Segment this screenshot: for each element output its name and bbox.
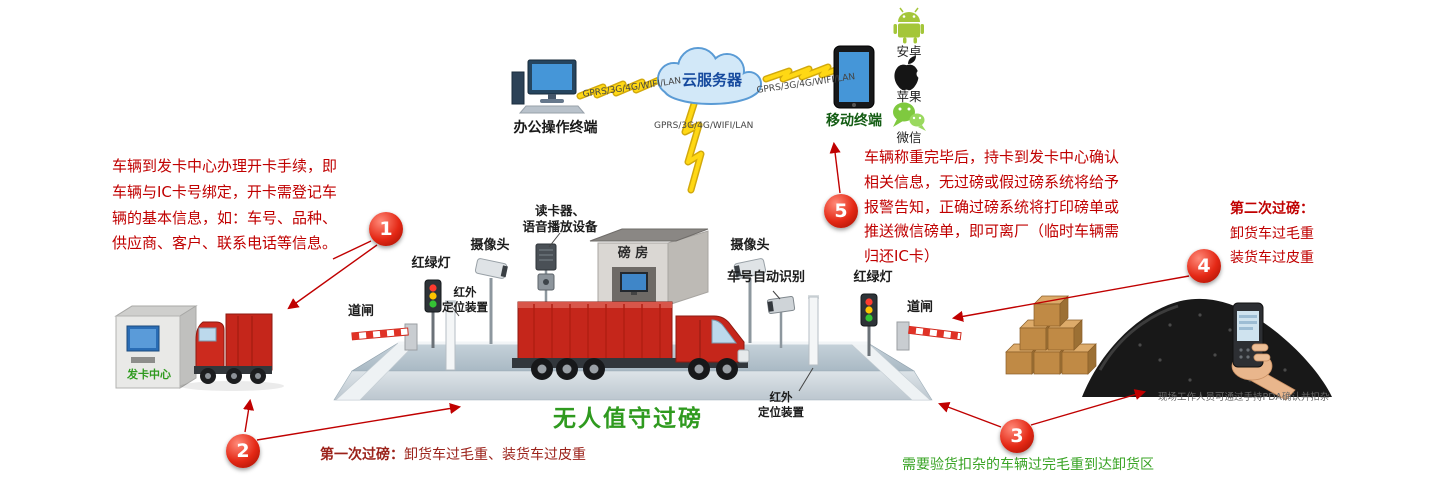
lightning-bolt-down-icon xyxy=(681,100,705,194)
step-badge-2: 2 xyxy=(226,434,260,468)
android-icon xyxy=(893,7,924,44)
camera-left-icon xyxy=(474,258,508,344)
infrared-left-line1: 红外 xyxy=(453,285,477,299)
site-title: 无人值守过磅 xyxy=(553,406,703,432)
step-badge-4: 4 xyxy=(1187,249,1221,283)
network-label-middle: GPRS/3G/4G/WIFI/LAN xyxy=(654,121,754,131)
weigh-house-label: 磅 房 xyxy=(617,246,649,261)
step4-caption-line1: 卸货车过毛重 xyxy=(1230,225,1314,242)
red-connector-lines xyxy=(243,141,1190,441)
reader-label: 读卡器、 语音播放设备 xyxy=(510,203,610,236)
cloud-server-label: 云服务器 xyxy=(681,71,742,89)
app-label-wechat: 微信 xyxy=(896,130,922,145)
app-label-apple: 苹果 xyxy=(896,89,922,104)
infrared-right-line2: 定位装置 xyxy=(758,404,804,419)
barrier-left-label: 道闸 xyxy=(347,304,374,319)
step-badge-5: 5 xyxy=(824,194,858,228)
cargo-boxes xyxy=(1005,295,1097,375)
card-center-label: 发卡中心 xyxy=(127,368,171,381)
step2-caption-bold: 第一次过磅： xyxy=(320,447,404,463)
traffic-light-left-label: 红绿灯 xyxy=(411,256,451,271)
truck-left-icon xyxy=(180,313,284,391)
lightning-bolt-right-icon xyxy=(762,63,845,83)
mobile-terminal-label: 移动终端 xyxy=(826,113,882,129)
wechat-icon xyxy=(893,102,926,131)
barrier-gate-right-icon xyxy=(896,321,962,351)
pointer-lines xyxy=(451,232,814,392)
desktop-computer-icon xyxy=(511,59,586,114)
app-label-android: 安卓 xyxy=(896,44,922,59)
office-terminal-label: 办公操作终端 xyxy=(513,120,598,136)
pda-note: 现场工作人员可通过手持PDA确认并扣杂 xyxy=(1158,392,1330,403)
step-badge-1: 1 xyxy=(369,212,403,246)
step2-caption-text: 卸货车过毛重、装货车过皮重 xyxy=(404,447,586,463)
traffic-light-right-icon xyxy=(860,293,878,356)
step4-caption-bold: 第二次过磅： xyxy=(1230,201,1314,217)
truck-center-icon xyxy=(512,301,750,380)
infrared-post-left xyxy=(445,300,456,371)
infrared-left-label: 红外 定位装置 xyxy=(432,285,498,315)
card-center-building xyxy=(114,305,198,389)
infrared-left-line2: 定位装置 xyxy=(442,299,488,314)
step2-caption: 第一次过磅：卸货车过毛重、装货车过皮重 xyxy=(320,446,586,464)
camera-right-label: 摄像头 xyxy=(730,238,770,253)
infrared-right-line1: 红外 xyxy=(769,390,793,404)
camera-right-icon xyxy=(733,258,767,343)
anpr-camera-icon xyxy=(766,296,796,348)
tablet-icon xyxy=(833,45,875,109)
infrared-right-label: 红外 定位装置 xyxy=(748,390,814,420)
cloud-icon xyxy=(657,47,762,105)
plate-recognition-label: 车号自动识别 xyxy=(726,270,805,285)
step4-caption: 第二次过磅： 卸货车过毛重 装货车过皮重 xyxy=(1230,197,1340,271)
infrared-post-right xyxy=(808,295,819,366)
apple-icon xyxy=(894,56,926,91)
lightning-bolt-left-icon xyxy=(576,76,663,100)
coal-pile xyxy=(1082,298,1332,397)
step3-caption: 需要验货扣杂的车辆过完毛重到达卸货区 xyxy=(902,457,1154,473)
step1-paragraph: 车辆到发卡中心办理开卡手续，即车辆与IC卡号绑定，开卡需登记车辆的基本信息，如：… xyxy=(112,157,338,253)
step-badge-3: 3 xyxy=(1000,419,1034,453)
traffic-light-left-icon xyxy=(424,279,442,348)
weigh-house-building xyxy=(589,228,709,306)
barrier-gate-left-icon xyxy=(351,323,418,351)
reader-label-line1: 读卡器、 xyxy=(534,203,585,218)
pda-hand-icon xyxy=(1231,302,1296,401)
traffic-light-right-label: 红绿灯 xyxy=(853,270,893,285)
barrier-right-label: 道闸 xyxy=(906,300,933,315)
camera-left-label: 摄像头 xyxy=(470,238,510,253)
step4-caption-line2: 装货车过皮重 xyxy=(1230,250,1314,266)
step5-paragraph: 车辆称重完毕后，持卡到发卡中心确认相关信息，无过磅或假过磅系统将给予报警告知，正… xyxy=(864,148,1120,265)
reader-label-line2: 语音播放设备 xyxy=(522,219,598,235)
